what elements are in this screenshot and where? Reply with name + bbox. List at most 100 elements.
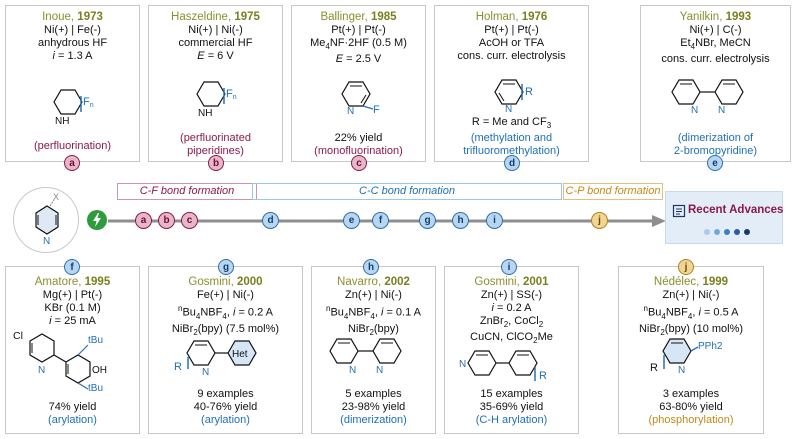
condition-line: cons. curr. electrolysis: [661, 53, 770, 66]
card-year: 2000: [236, 276, 263, 288]
cp-section-label: C-P bond formation: [563, 183, 663, 200]
svg-text:N: N: [691, 105, 698, 114]
card-author: Navarro,: [337, 276, 382, 288]
card-author: Yanilkin,: [679, 11, 723, 23]
condition-line: Mg(+) | Pt(-): [42, 289, 103, 301]
result-line: (perfluorinated: [180, 132, 251, 144]
card-author: Inoue,: [42, 11, 75, 23]
r-label: R: [539, 370, 547, 382]
condition-line: Ni(+) | C(-): [689, 24, 742, 36]
result-line: 63-80% yield: [659, 401, 723, 413]
badge-j: j: [678, 259, 694, 275]
card-d: Holman, 1976 Pt(+) | Pt(-) AcOH or TFA c…: [434, 5, 589, 162]
condition-line: i = 1.3 A: [52, 50, 93, 62]
card-e: Yanilkin, 1993 Ni(+) | C(-) Et4NBr, MeCN…: [640, 5, 791, 162]
card-a: Inoue, 1973 Ni(+) | Fe(-) anhydrous HF i…: [5, 5, 140, 162]
card-author: Amatore,: [34, 276, 82, 288]
condition-line: CuCN, ClCO2Me: [470, 331, 553, 346]
result-line: 22% yield: [334, 132, 383, 144]
progress-dots: [704, 229, 750, 235]
card-c: Ballinger, 1985 Pt(+) | Pt(-) Me4NF·2HF …: [291, 5, 426, 162]
condition-line: anhydrous HF: [37, 37, 108, 49]
oh-label: OH: [92, 365, 107, 376]
result-line: 74% yield: [48, 401, 97, 413]
condition-line: Pt(+) | Pt(-): [484, 24, 539, 36]
piperidine-structure: Fn NH: [52, 89, 94, 126]
halogen-label: X: [53, 192, 59, 202]
timeline-node-f: f: [372, 212, 389, 229]
result-line: (monofluorination): [314, 145, 403, 157]
timeline-node-j: j: [591, 212, 608, 229]
cc-section-label: C-C bond formation: [252, 183, 562, 200]
r-label: R: [650, 362, 658, 374]
card-f: Amatore, 1995 Mg(+) | Pt(-) KBr (0.1 M) …: [5, 266, 140, 434]
condition-line: nBu4NBF4, i = 0.5 A: [643, 304, 739, 321]
card-i: Gosmini, 2001 Zn(+) | SS(-) i = 0.2 A Zn…: [444, 266, 579, 434]
condition-line: NiBr2(bpy) (7.5 mol%): [171, 322, 280, 338]
condition-line: commercial HF: [178, 37, 253, 49]
condition-line: NiBr2(bpy) (10 mol%): [638, 322, 744, 338]
result-line: 40-76% yield: [193, 401, 258, 413]
svg-text:N: N: [43, 236, 50, 247]
condition-line: Pt(+) | Pt(-): [331, 24, 386, 36]
result-line: (phosphorylation): [648, 414, 734, 426]
card-year: 2002: [384, 276, 410, 288]
svg-text:N: N: [505, 104, 512, 114]
fluoropyridine-structure: N F: [340, 81, 380, 116]
svg-text:N: N: [718, 105, 725, 114]
card-year: 1985: [370, 11, 397, 23]
svg-text:F: F: [373, 104, 380, 116]
card-h: Navarro, 2002 Zn(+) | Ni(-) nBu4NBF4, i …: [311, 266, 436, 434]
badge-d: d: [504, 155, 520, 171]
timeline-node-h: h: [452, 212, 469, 229]
result-line: (arylation): [201, 414, 250, 426]
timeline-node-a: a: [135, 212, 152, 229]
svg-text:Fn: Fn: [83, 96, 94, 109]
card-b: Haszeldine, 1975 Ni(+) | Ni(-) commercia…: [148, 5, 283, 162]
svg-text:N: N: [38, 365, 45, 376]
piperidine-structure: Fn NH: [195, 81, 237, 118]
result-line: 23-98% yield: [341, 401, 406, 413]
result-line: (dimerization of: [677, 132, 754, 144]
result-line: (C-H arylation): [475, 414, 548, 426]
svg-text:Fn: Fn: [226, 88, 237, 101]
condition-line: Ni(+) | Ni(-): [188, 24, 243, 36]
document-icon: [672, 204, 686, 218]
result-line: 5 examples: [345, 388, 402, 400]
svg-text:N: N: [678, 365, 685, 376]
timeline-node-b: b: [158, 212, 175, 229]
condition-line: Zn(+) | Ni(-): [662, 289, 720, 301]
card-author: Gosmini,: [474, 276, 520, 288]
condition-line: nBu4NBF4, i = 0.2 A: [177, 304, 274, 321]
result-line: piperidines): [187, 145, 244, 157]
phosphinopyridine-structure: N R PPh2: [650, 338, 723, 376]
electricity-icon: [87, 210, 107, 230]
svg-text:R: R: [525, 86, 533, 98]
condition-line: NiBr2(bpy): [348, 322, 399, 338]
badge-e: e: [707, 155, 723, 171]
svg-text:N: N: [376, 365, 383, 375]
bipyridine-structure: N N: [670, 79, 744, 114]
card-j: Nédélec, 1999 Zn(+) | Ni(-) nBu4NBF4, i …: [618, 266, 764, 434]
r-label: R: [174, 361, 182, 373]
condition-line: KBr (0.1 M): [44, 302, 101, 314]
timeline-node-d: d: [262, 212, 279, 229]
card-year: 1999: [702, 276, 729, 288]
card-author: Gosmini,: [188, 276, 234, 288]
svg-text:N: N: [459, 359, 466, 370]
result-line: 35-69% yield: [479, 401, 544, 413]
het-label: Het: [232, 349, 248, 360]
arylpyridine-structure: N Cl tBu OH tBu: [13, 330, 107, 392]
result-line: (arylation): [48, 414, 97, 426]
svg-text:NH: NH: [55, 116, 69, 126]
result-line: 9 examples: [197, 388, 254, 400]
condition-line: Et4NBr, MeCN: [680, 37, 751, 52]
condition-line: ZnBr2, CoCl2: [479, 315, 544, 330]
card-author: Haszeldine,: [171, 11, 232, 23]
badge-a: a: [64, 155, 80, 171]
heteroarylpyridine-structure: N R Het: [174, 340, 257, 378]
svg-text:N: N: [202, 367, 209, 378]
svg-text:N: N: [349, 365, 356, 375]
recent-advances-label: Recent Advances: [688, 204, 784, 216]
badge-g: g: [218, 259, 234, 275]
